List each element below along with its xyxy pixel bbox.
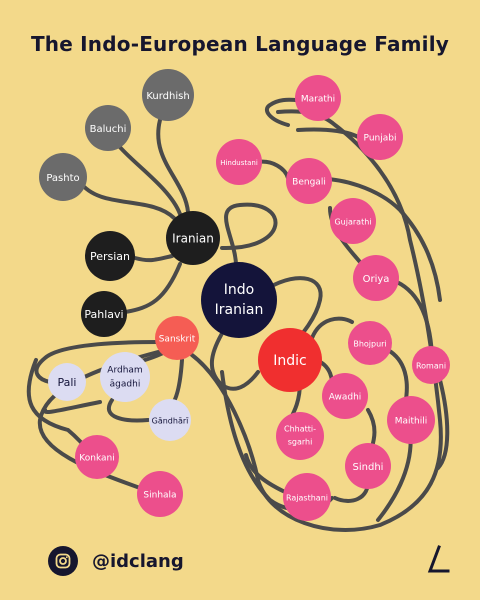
iranian-label: Iranian <box>172 232 214 246</box>
baluchi-label: Baluchi <box>90 124 127 135</box>
gandhari-label: Gāndhārī <box>152 417 190 426</box>
konkani-label: Konkani <box>79 454 114 464</box>
node-bengali: Bengali <box>286 158 332 204</box>
ardhamagadhi-label-2: āgadhi <box>110 380 141 390</box>
kurdhish-label: Kurdhish <box>146 91 189 102</box>
indo-iranian-label-2: Iranian <box>215 302 264 318</box>
connector-iranian-pashto <box>78 180 176 220</box>
connector-rajasthani-left <box>244 453 287 494</box>
connector-oriya <box>390 278 434 357</box>
connector-romani-right <box>436 378 450 470</box>
indo-iranian-label-1: Indo <box>224 282 254 298</box>
node-marathi: Marathi <box>295 75 341 121</box>
connector-indic-bhojpuri <box>310 316 354 340</box>
node-baluchi: Baluchi <box>85 105 131 151</box>
connector-bengali <box>308 177 442 302</box>
ardhamagadhi-label-1: Ardham <box>107 366 142 376</box>
node-kurdhish: Kurdhish <box>142 69 194 121</box>
awadhi-label: Awadhi <box>329 393 362 403</box>
gujarathi-label: Gujarathi <box>334 218 371 227</box>
node-konkani: Konkani <box>75 435 119 479</box>
chhattisgarhi-label-1: Chhatti- <box>284 425 316 434</box>
sanskrit-label: Sanskrit <box>159 335 196 345</box>
node-pali: Pali <box>48 363 86 401</box>
bhojpuri-label: Bhojpuri <box>353 340 386 349</box>
pali-label: Pali <box>58 376 77 389</box>
node-iranian: Iranian <box>166 211 220 265</box>
page-title: The Indo-European Language Family <box>30 32 450 56</box>
pahlavi-label: Pahlavi <box>84 308 123 321</box>
connector-iranian-kurdhish <box>156 118 190 214</box>
connector-ardham-gandhari <box>107 398 150 423</box>
node-oriya: Oriya <box>353 255 399 301</box>
pashto-label: Pashto <box>46 173 79 184</box>
node-ardhamagadhi: Ardham āgadhi <box>100 352 150 402</box>
node-bhojpuri: Bhojpuri <box>348 321 392 365</box>
sinhala-label: Sinhala <box>143 491 176 501</box>
node-rajasthani: Rajasthani <box>283 473 331 521</box>
connector-iranian-persian <box>133 254 174 263</box>
instagram-icon[interactable] <box>48 546 78 576</box>
delta-logo-icon <box>427 545 450 573</box>
connector-indoiranian-sanskrit <box>209 328 260 391</box>
indic-label: Indic <box>273 353 306 369</box>
connector-bhojpuri-maithili <box>386 348 409 407</box>
node-maithili: Maithili <box>387 396 435 444</box>
hindustani-label: Hindustani <box>220 159 258 167</box>
connector-sanskrit-big-arc <box>190 109 443 532</box>
connector-hindustani <box>256 159 290 180</box>
node-hindustani: Hindustani <box>216 139 262 185</box>
maithili-label: Maithili <box>395 417 428 427</box>
node-indo-iranian: Indo Iranian <box>201 262 277 338</box>
connector-iranian-pahlavi <box>123 262 182 314</box>
node-chhattisgarhi: Chhatti- sgarhi <box>276 412 324 460</box>
sindhi-label: Sindhi <box>353 462 384 473</box>
node-pashto: Pashto <box>39 153 87 201</box>
chhattisgarhi-label-2: sgarhi <box>288 438 313 447</box>
connector-marathi <box>264 97 298 127</box>
social-handle[interactable]: @idclang <box>48 546 184 576</box>
node-sinhala: Sinhala <box>137 471 183 517</box>
node-pahlavi: Pahlavi <box>81 291 127 337</box>
node-sanskrit: Sanskrit <box>155 316 199 360</box>
node-gujarathi: Gujarathi <box>330 198 376 244</box>
node-sindhi: Sindhi <box>345 443 391 489</box>
romani-label: Romani <box>416 362 446 371</box>
social-handle-text[interactable]: @idclang <box>92 550 184 572</box>
connector-punjabi <box>296 127 362 140</box>
persian-label: Persian <box>90 250 130 263</box>
bengali-label: Bengali <box>292 178 326 188</box>
marathi-label: Marathi <box>301 95 335 105</box>
connector-iranian-baluchi <box>116 143 182 216</box>
node-romani: Romani <box>412 346 450 384</box>
connector-sanskrit-pali <box>34 340 162 384</box>
punjabi-label: Punjabi <box>364 134 397 144</box>
rajasthani-label: Rajasthani <box>286 494 328 503</box>
node-gandhari: Gāndhārī <box>149 399 191 441</box>
node-punjabi: Punjabi <box>357 114 403 160</box>
node-persian: Persian <box>85 231 135 281</box>
connector-indoiranian-iranian <box>220 202 278 272</box>
connector-prakrit-lower <box>42 400 102 414</box>
node-awadhi: Awadhi <box>322 373 368 419</box>
node-indic: Indic <box>258 328 322 392</box>
oriya-label: Oriya <box>363 274 390 285</box>
